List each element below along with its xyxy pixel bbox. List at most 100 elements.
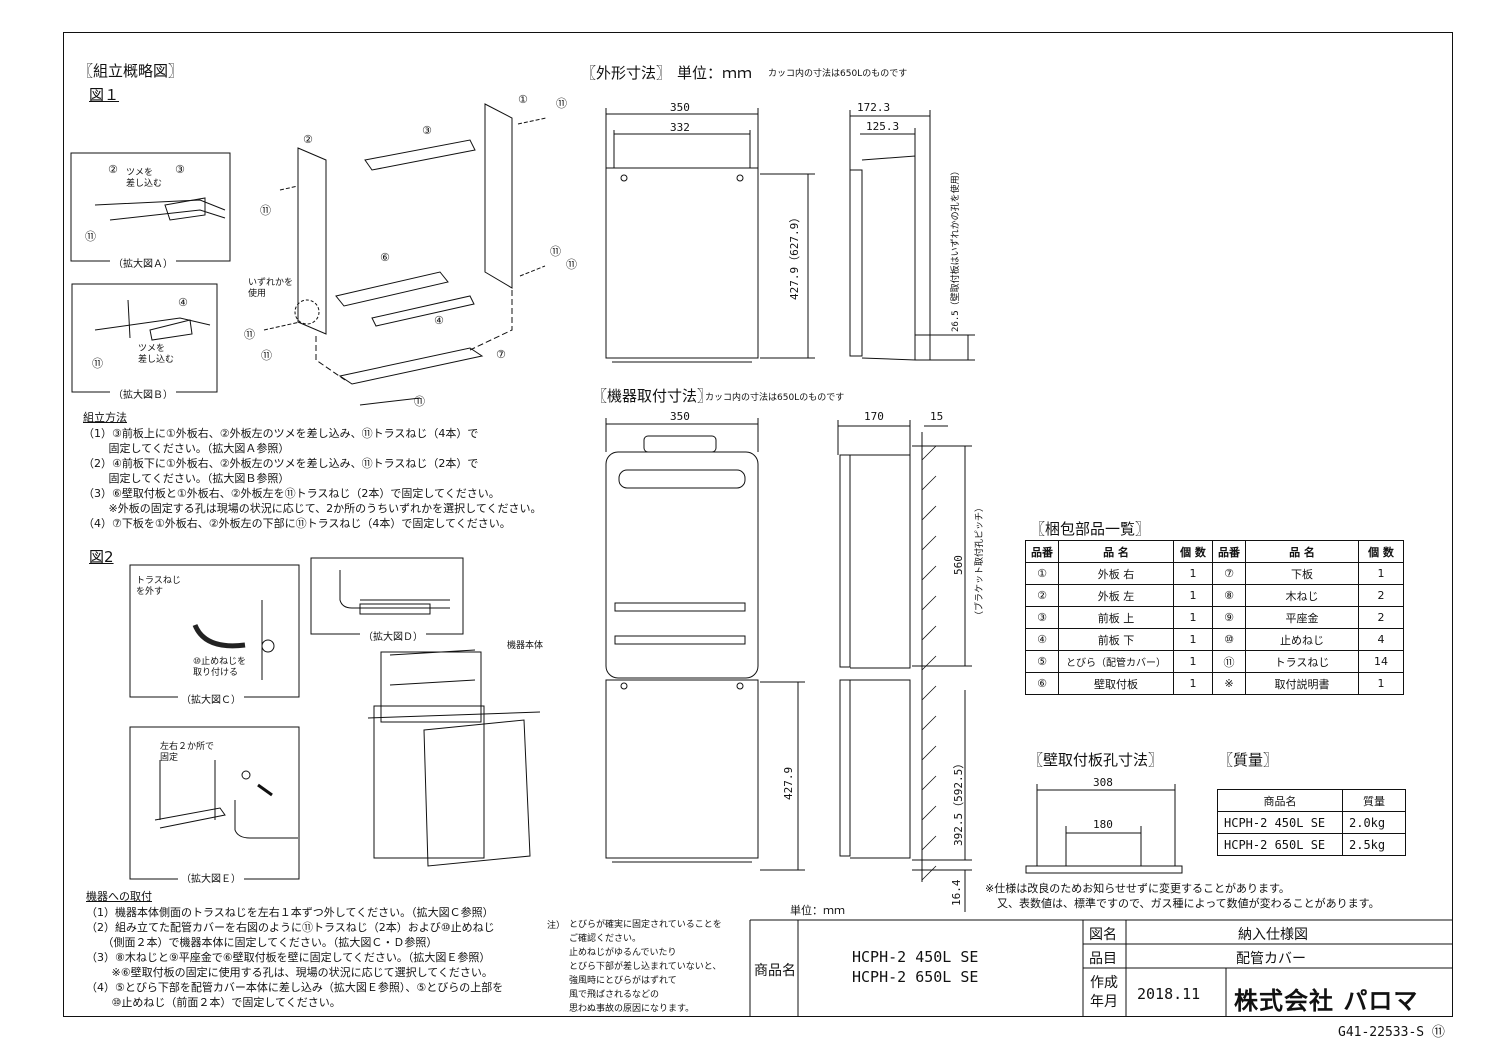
caution-line: 風で飛ばされるなどの (569, 990, 660, 1000)
install-line: ⑩止めねじ（前面２本）で固定してください。 (86, 996, 341, 1009)
caution-line: 思わぬ事故の原因になります。 (569, 1004, 695, 1014)
install-line: （3）⑧木ねじと⑨平座金で⑥壁取付板を壁に固定してください。（拡大図Ｅ参照） (86, 951, 491, 964)
caution-line: 止めねじがゆるんでいたり (569, 948, 677, 958)
dim-mount-width: 350 (670, 410, 690, 423)
callout-b-11: ⑪ (92, 357, 103, 370)
cell: 1 (1358, 562, 1404, 585)
unit-body-label: 機器本体 (507, 641, 544, 651)
install-line: （1）機器本体側面のトラスねじを左右１本ずつ外してください。（拡大図Ｃ参照） (86, 906, 494, 919)
fig2-label: 図2 (89, 548, 114, 566)
dim-side-offset: 26.5（壁取付板はいずれかの孔を使用） (951, 166, 961, 332)
date-value: 2018.11 (1137, 985, 1201, 1003)
cell: HCPH-2 450L SE (1217, 811, 1343, 834)
stop-screw-label: ⑩止めねじを 取り付ける (193, 657, 247, 678)
install-line: ※⑥壁取付板の固定に使用する孔は、現場の状況に応じて選択してください。 (86, 966, 493, 979)
callout-11a: ⑪ (556, 97, 567, 110)
cell: 1 (1173, 628, 1213, 651)
tsume-b-label: ツメを 差し込む (138, 344, 175, 365)
callout-a-11: ⑪ (85, 230, 96, 243)
caution-label: 注） (547, 921, 566, 931)
unit-label: 単位：ｍｍ (790, 904, 845, 917)
truss-remove-label: トラスねじ を外す (136, 576, 181, 597)
table-row: HCPH-2 450L SE 2.0kg (1217, 811, 1406, 834)
cell: 4 (1358, 628, 1404, 651)
item-value: 配管カバー (1236, 951, 1306, 967)
cell: 2.0kg (1342, 811, 1406, 834)
item-label: 品目 (1089, 951, 1117, 967)
cell: ⑧ (1212, 584, 1246, 607)
company-logo: 株式会社 パロマ (1234, 987, 1419, 1015)
detail-e-caption: （拡大図Ｅ） (178, 870, 244, 885)
assembly-heading: 組立方法 (83, 411, 127, 424)
parts-title: 〖梱包部品一覧〗 (1030, 520, 1151, 538)
cell: ④ (1025, 628, 1059, 651)
doc-number: G41-22533-S ⑪ (1338, 1025, 1445, 1040)
outline-unit: 単位：ｍｍ (677, 64, 753, 82)
mass-table: 商品名 質量 HCPH-2 450L SE 2.0kg HCPH-2 650L … (1217, 789, 1406, 856)
wall-hatch (921, 445, 937, 881)
dim-plate-width: 308 (1093, 776, 1113, 789)
col-header: 品番 (1025, 540, 1059, 563)
assembly-line: ※外板の固定する孔は現場の状況に応じて、2か所のうちいずれかを選択してください。 (83, 502, 542, 515)
callout-1: ① (518, 93, 528, 106)
dim-side-w1: 172.3 (857, 101, 891, 114)
install-line: （側面２本）で機器本体に固定してください。（拡大図Ｃ・Ｄ参照） (86, 936, 438, 949)
cell: トラスねじ (1245, 650, 1359, 673)
cell: 下板 (1245, 562, 1359, 585)
dim-bottom-gap: 16.4 (950, 879, 963, 907)
cell: HCPH-2 650L SE (1217, 833, 1343, 856)
install-line: （4）⑤とびら下部を配管カバー本体に差し込み（拡大図Ｅ参照）、⑤とびらの上部を (86, 981, 504, 994)
caution-line: とびらが確実に固定されていることを (569, 920, 722, 930)
cell: 前板 上 (1058, 606, 1174, 629)
caution-line: 強風時にとびらがはずれて (569, 976, 677, 986)
cell: 2 (1358, 606, 1404, 629)
assembly-line: （4）⑦下板を①外板右、②外板左の下部に⑪トラスねじ（4本）で固定してください。 (83, 517, 511, 530)
cell: ③ (1025, 606, 1059, 629)
install-heading: 機器への取付 (86, 890, 152, 903)
drawing-label: 図名 (1089, 927, 1117, 943)
dim-lower-height: 427.9 (782, 766, 795, 800)
cell: 1 (1358, 672, 1404, 695)
cell: ※ (1212, 672, 1246, 695)
col-header: 個 数 (1173, 540, 1213, 563)
cell: 14 (1358, 650, 1404, 673)
assembly-line: （3）⑥壁取付板と①外板右、②外板左を⑪トラスねじ（2本）で固定してください。 (83, 487, 500, 500)
product-450: HCPH-2 450L SE (852, 948, 979, 966)
tsume-a-label: ツメを 差し込む (126, 168, 163, 189)
callout-11e: ⑪ (244, 328, 255, 341)
callout-11c: ⑪ (550, 245, 561, 258)
cell: ⑦ (1212, 562, 1246, 585)
fig1-exploded-assembly (263, 103, 547, 406)
callout-11b: ⑪ (260, 204, 271, 217)
two-places-label: 左右２か所で 固定 (160, 742, 215, 763)
assembly-title: 〖組立概略図〗 (78, 62, 184, 80)
dim-plate-inner: 180 (1093, 818, 1113, 831)
install-line: （2）組み立てた配管カバーを右図のように⑪トラスねじ（2本）および⑩止めねじ (86, 921, 495, 934)
cell: ⑩ (1212, 628, 1246, 651)
callout-a-2: ② (108, 163, 118, 176)
cell: ⑨ (1212, 606, 1246, 629)
cell: ⑪ (1212, 650, 1246, 673)
callout-11g: ⑪ (414, 395, 425, 408)
cell: 1 (1173, 562, 1213, 585)
cell: ② (1025, 584, 1059, 607)
col-header: 品番 (1212, 540, 1246, 563)
col-header: 商品名 (1217, 789, 1343, 812)
install-instructions: （1）機器本体側面のトラスねじを左右１本ずつ外してください。（拡大図Ｃ参照） （… (86, 905, 503, 1010)
cell: 木ねじ (1245, 584, 1359, 607)
caution-text: とびらが確実に固定されていることを ご確認ください。 止めねじがゆるんでいたり … (569, 918, 722, 1016)
dim-mount-gap: 15 (930, 410, 944, 423)
wallplate-title: 〖壁取付板孔寸法〗 (1028, 751, 1164, 769)
cell: ① (1025, 562, 1059, 585)
callout-11f: ⑪ (261, 349, 272, 362)
izureka-label: いずれかを 使用 (248, 278, 294, 299)
mount-title: 〖機器取付寸法〗 (592, 387, 713, 405)
callout-11d: ⑪ (566, 258, 577, 271)
callout-b-4: ④ (178, 296, 188, 309)
mass-header-row: 商品名 質量 (1217, 789, 1406, 812)
cell: 1 (1173, 584, 1213, 607)
cell: 1 (1173, 650, 1213, 673)
